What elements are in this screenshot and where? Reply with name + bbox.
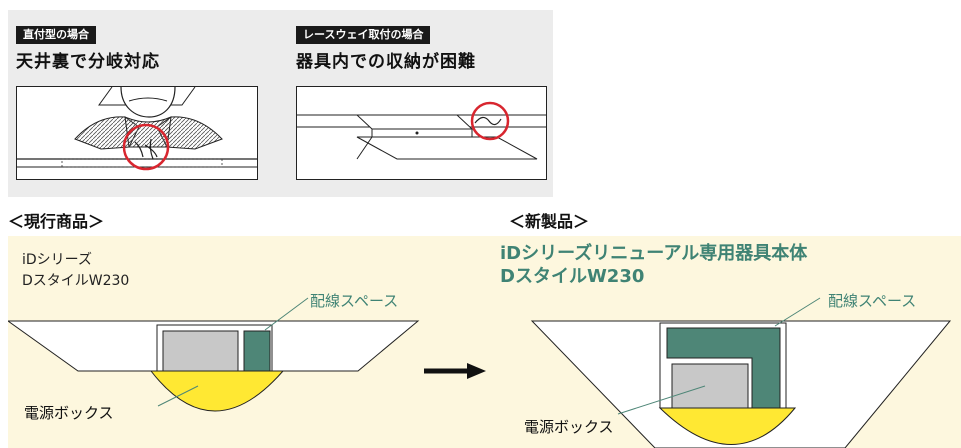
transition-arrow-icon xyxy=(467,363,486,379)
new-product-heading: ＜新製品＞ xyxy=(509,212,590,231)
raceway-tag: レースウェイ取付の場合 xyxy=(296,26,431,44)
current-lens xyxy=(149,370,285,412)
new-lens xyxy=(658,407,797,445)
new-title-line1: iDシリーズリニューアル専用器具本体 xyxy=(500,243,808,264)
new-power-label: 電源ボックス xyxy=(524,418,614,436)
current-wiring-label: 配線スペース xyxy=(310,292,399,310)
new-fixture-diagram xyxy=(530,297,952,448)
current-wiring-space xyxy=(243,330,271,372)
current-product-heading: ＜現行商品＞ xyxy=(8,212,105,231)
current-power-box xyxy=(162,330,239,372)
direct-mount-illustration xyxy=(16,86,258,180)
raceway-illustration xyxy=(296,86,547,180)
focus-circle-right xyxy=(470,101,510,141)
direct-mount-heading: 天井裏で分岐対応 xyxy=(16,52,160,72)
current-title-line2: DスタイルW230 xyxy=(22,273,130,289)
raceway-heading: 器具内での収納が困難 xyxy=(296,52,476,72)
current-title-line1: iDシリーズ xyxy=(22,252,92,268)
focus-circle-left xyxy=(122,123,170,171)
new-wiring-label: 配線スペース xyxy=(828,292,917,310)
current-fixture-diagram xyxy=(8,297,486,412)
new-power-box xyxy=(671,363,749,409)
new-wiring-space xyxy=(666,327,781,409)
direct-mount-tag: 直付型の場合 xyxy=(16,26,96,44)
current-power-label: 電源ボックス xyxy=(24,404,114,422)
new-title-line2: DスタイルW230 xyxy=(500,266,645,287)
